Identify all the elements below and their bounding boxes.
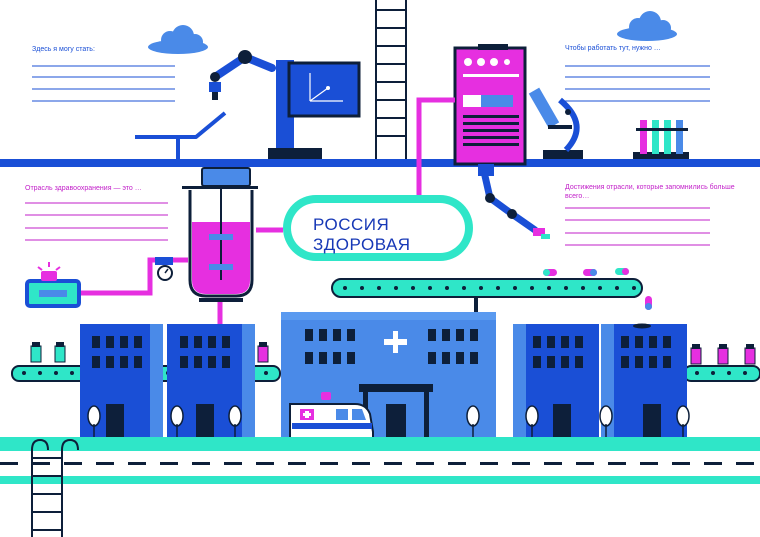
hospital-building-icon <box>601 323 687 438</box>
test-tubes-icon <box>633 120 689 159</box>
cloud-icon <box>617 11 677 41</box>
shelf <box>0 159 760 167</box>
answer-lines-top-right <box>565 65 710 102</box>
conveyor-belt-icon <box>331 278 643 312</box>
hospital-building-icon <box>281 312 496 438</box>
question-to-work-here: Чтобы работать тут, нужно … <box>565 45 661 52</box>
reactor-vessel-icon <box>182 167 258 302</box>
vial-icon <box>30 342 756 365</box>
pill-icon <box>543 268 652 310</box>
brand-badge-inner: РОССИЯ ЗДОРОВАЯ <box>291 203 465 255</box>
ladder-icon <box>31 438 79 537</box>
hospital-building-icon <box>513 324 599 438</box>
road-icon <box>0 437 760 484</box>
answer-lines-mid-right <box>565 207 710 246</box>
dental-chair-icon <box>135 111 227 159</box>
tree-icon <box>87 405 690 438</box>
robot-arm-icon <box>209 50 276 100</box>
brand-line-1: РОССИЯ <box>313 215 390 234</box>
question-industry-is: Отрасль здравоохранения — это … <box>25 185 142 192</box>
hospital-building-icon <box>167 324 255 438</box>
brand-badge: РОССИЯ ЗДОРОВАЯ <box>283 195 473 261</box>
microscope-icon <box>528 87 583 159</box>
question-can-become: Здесь я могу стать: <box>32 46 95 53</box>
cloud-icon <box>148 25 208 54</box>
answer-lines-top-left <box>32 65 175 102</box>
lab-machine-icon <box>453 44 550 239</box>
monitor-icon <box>268 60 361 159</box>
ladder-icon <box>375 0 407 160</box>
question-achievements: Достижения отрасли, которые запомнились … <box>565 184 735 200</box>
alarm-box-icon <box>25 262 81 308</box>
pressure-gauge-icon <box>155 257 173 281</box>
brand-line-2: ЗДОРОВАЯ <box>313 235 411 254</box>
brand-title: РОССИЯ ЗДОРОВАЯ <box>313 215 411 255</box>
answer-lines-mid-left <box>25 202 168 241</box>
